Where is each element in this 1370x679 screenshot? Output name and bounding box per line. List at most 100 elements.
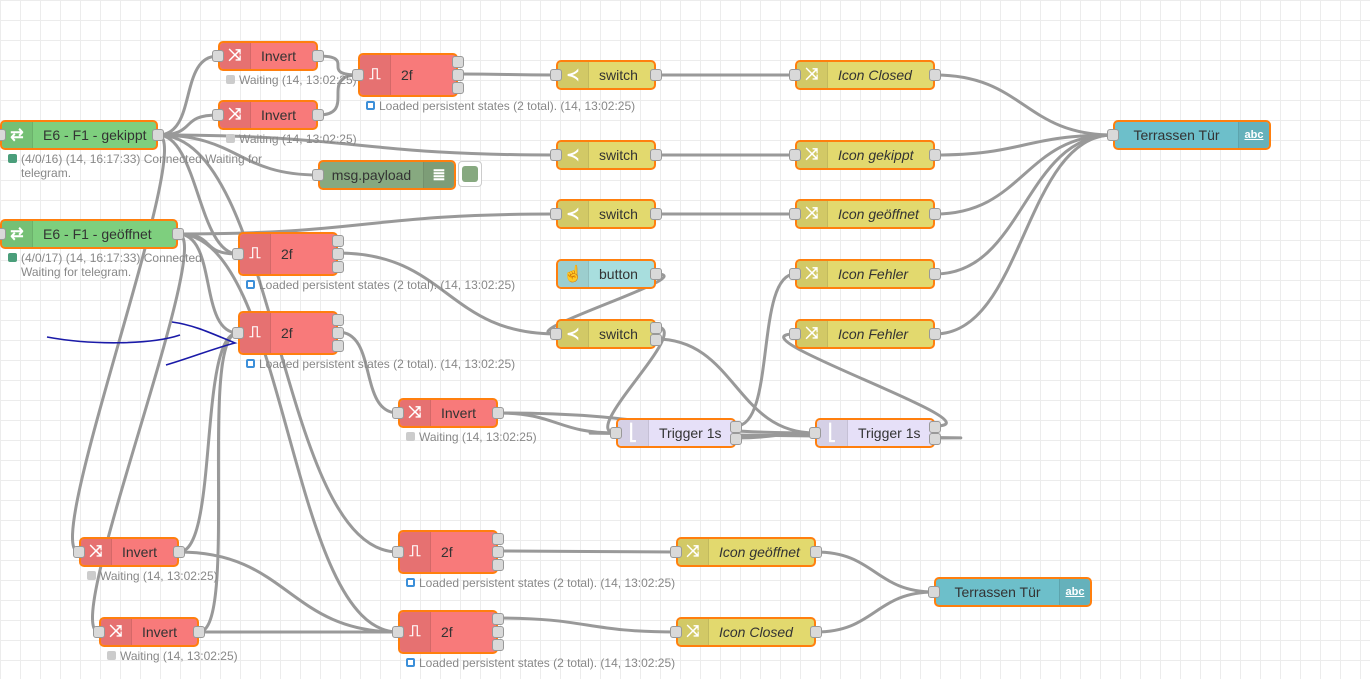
- node-knx1[interactable]: ⇄E6 - F1 - gekippt: [0, 120, 158, 150]
- output-port[interactable]: [492, 559, 504, 571]
- output-port[interactable]: [929, 208, 941, 220]
- output-port[interactable]: [492, 613, 504, 625]
- output-port[interactable]: [929, 433, 941, 445]
- wire-sw4-tr2[interactable]: [655, 337, 816, 435]
- node-ic5[interactable]: ⤨Icon Fehler: [795, 319, 935, 349]
- wire-sw4-tr1[interactable]: [606, 325, 666, 435]
- wire-ic3-tt1[interactable]: [934, 133, 1114, 216]
- input-port[interactable]: [809, 427, 821, 439]
- wire-knx1-dbg[interactable]: [157, 133, 319, 177]
- wire-inv5-f2c[interactable]: [198, 331, 239, 634]
- node-f2e[interactable]: ⎍2f: [398, 610, 498, 654]
- input-port[interactable]: [789, 328, 801, 340]
- node-sw2[interactable]: ≺switch: [556, 140, 656, 170]
- wire-knx2-f2e[interactable]: [177, 232, 399, 634]
- wire-knx1-f2b[interactable]: [157, 133, 239, 256]
- output-port[interactable]: [650, 69, 662, 81]
- input-port[interactable]: [550, 328, 562, 340]
- node-ic7[interactable]: ⤨Icon Closed: [676, 617, 816, 647]
- output-port[interactable]: [152, 129, 164, 141]
- input-port[interactable]: [670, 546, 682, 558]
- node-f2c[interactable]: ⎍2f: [238, 311, 338, 355]
- node-f2d[interactable]: ⎍2f: [398, 530, 498, 574]
- input-port[interactable]: [550, 208, 562, 220]
- output-port[interactable]: [929, 149, 941, 161]
- output-port[interactable]: [929, 421, 941, 433]
- node-ic2[interactable]: ⤨Icon gekippt: [795, 140, 935, 170]
- input-port[interactable]: [392, 626, 404, 638]
- wire-f2b-sw4[interactable]: [337, 251, 557, 336]
- node-inv1[interactable]: ⤨Invert: [218, 41, 318, 71]
- output-port[interactable]: [492, 639, 504, 651]
- input-port[interactable]: [670, 626, 682, 638]
- output-port[interactable]: [492, 533, 504, 545]
- output-port[interactable]: [929, 328, 941, 340]
- output-port[interactable]: [730, 421, 742, 433]
- output-port[interactable]: [172, 228, 184, 240]
- output-port[interactable]: [492, 407, 504, 419]
- node-inv2[interactable]: ⤨Invert: [218, 100, 318, 130]
- node-sw1[interactable]: ≺switch: [556, 60, 656, 90]
- wire-f2c-inv3[interactable]: [337, 330, 399, 415]
- output-port[interactable]: [332, 314, 344, 326]
- output-port[interactable]: [492, 546, 504, 558]
- wire-ic5-tt1[interactable]: [934, 133, 1114, 336]
- output-port[interactable]: [492, 626, 504, 638]
- wire-knx2-inv5[interactable]: [91, 232, 186, 634]
- output-port[interactable]: [730, 433, 742, 445]
- output-port[interactable]: [650, 268, 662, 280]
- input-port[interactable]: [212, 109, 224, 121]
- wire-ic4-tt1[interactable]: [934, 133, 1114, 276]
- input-port[interactable]: [1107, 129, 1119, 141]
- wire-knx2-f2c[interactable]: [177, 232, 239, 335]
- input-port[interactable]: [232, 327, 244, 339]
- wire-ic1-tt1[interactable]: [934, 73, 1114, 137]
- wire-inv1-f2a[interactable]: [317, 54, 359, 77]
- input-port[interactable]: [392, 407, 404, 419]
- input-port[interactable]: [789, 149, 801, 161]
- input-port[interactable]: [212, 50, 224, 62]
- wire-inv4-f2c[interactable]: [178, 331, 239, 554]
- input-port[interactable]: [352, 69, 364, 81]
- wire-f2d-ic6[interactable]: [497, 549, 677, 554]
- output-port[interactable]: [650, 322, 662, 334]
- output-port[interactable]: [312, 50, 324, 62]
- output-port[interactable]: [650, 149, 662, 161]
- node-f2a[interactable]: ⎍2f: [358, 53, 458, 97]
- input-port[interactable]: [73, 546, 85, 558]
- node-dbg[interactable]: msg.payload≣: [318, 160, 456, 190]
- output-port[interactable]: [312, 109, 324, 121]
- input-port[interactable]: [392, 546, 404, 558]
- input-port[interactable]: [550, 69, 562, 81]
- node-tr1[interactable]: ⎣Trigger 1s: [616, 418, 736, 448]
- output-port[interactable]: [173, 546, 185, 558]
- input-port[interactable]: [0, 129, 6, 141]
- input-port[interactable]: [789, 208, 801, 220]
- wire-tr2-tr1[interactable]: [589, 431, 962, 440]
- input-port[interactable]: [0, 228, 6, 240]
- output-port[interactable]: [810, 626, 822, 638]
- input-port[interactable]: [789, 69, 801, 81]
- output-port[interactable]: [332, 248, 344, 260]
- output-port[interactable]: [929, 268, 941, 280]
- wire-knx1-inv1[interactable]: [157, 54, 219, 137]
- node-tr2[interactable]: ⎣Trigger 1s: [815, 418, 935, 448]
- wire-f2e-ic7[interactable]: [497, 616, 677, 634]
- output-port[interactable]: [452, 82, 464, 94]
- output-port[interactable]: [193, 626, 205, 638]
- node-inv4[interactable]: ⤨Invert: [79, 537, 179, 567]
- node-sw4[interactable]: ≺switch: [556, 319, 656, 349]
- input-port[interactable]: [928, 586, 940, 598]
- output-port[interactable]: [332, 327, 344, 339]
- node-inv5[interactable]: ⤨Invert: [99, 617, 199, 647]
- node-knx2[interactable]: ⇄E6 - F1 - geöffnet: [0, 219, 178, 249]
- input-port[interactable]: [93, 626, 105, 638]
- node-ic1[interactable]: ⤨Icon Closed: [795, 60, 935, 90]
- node-ic3[interactable]: ⤨Icon geöffnet: [795, 199, 935, 229]
- node-btn[interactable]: ☝button: [556, 259, 656, 289]
- output-port[interactable]: [810, 546, 822, 558]
- node-inv3[interactable]: ⤨Invert: [398, 398, 498, 428]
- input-port[interactable]: [550, 149, 562, 161]
